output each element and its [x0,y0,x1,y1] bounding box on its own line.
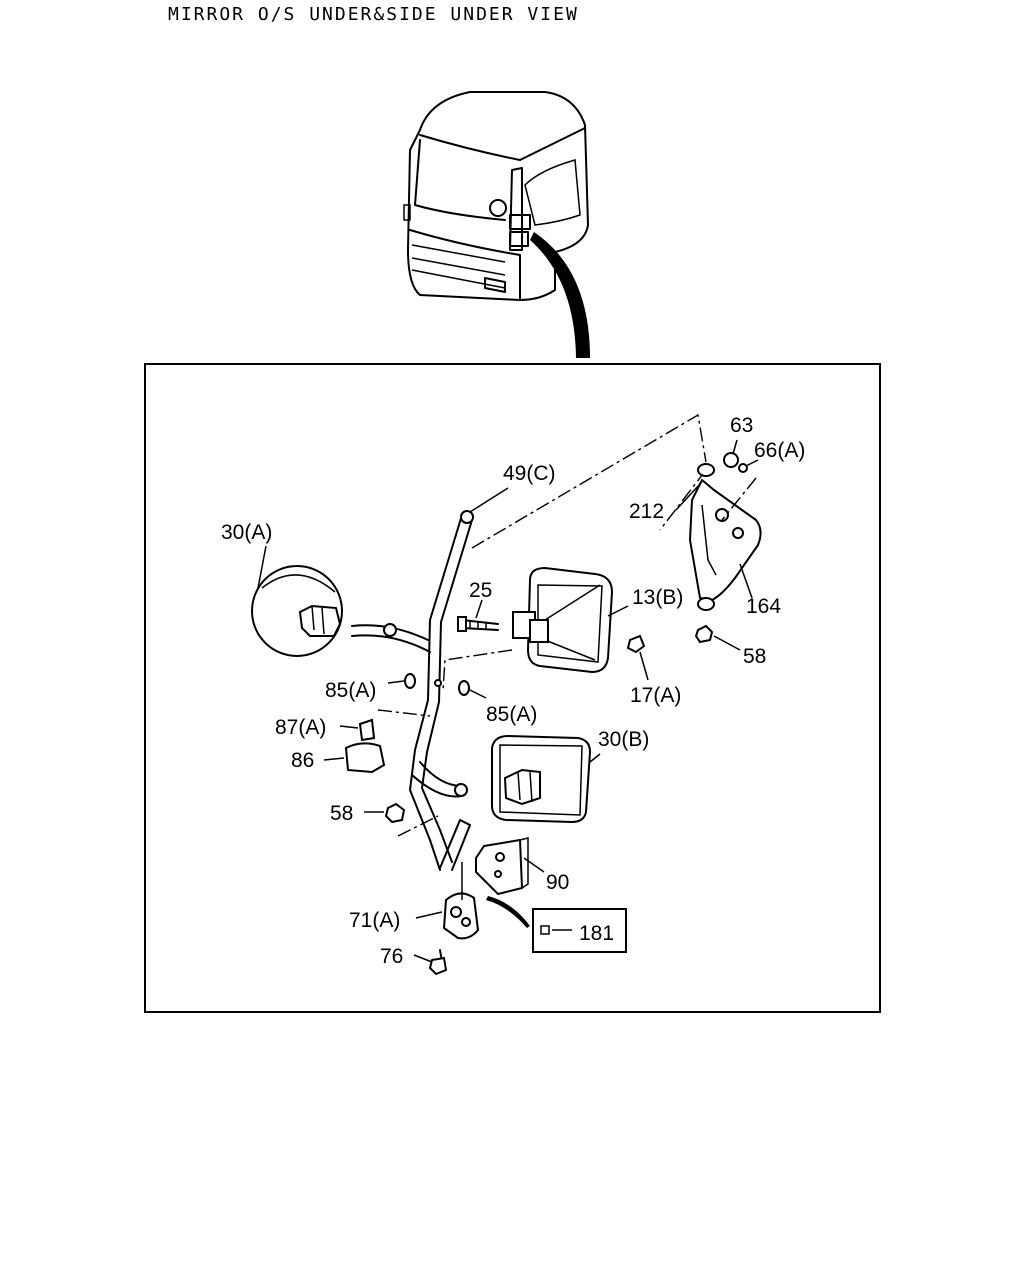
callout-90: 90 [546,871,569,894]
callout-76: 76 [380,945,403,968]
reference-box-icon [540,925,550,935]
callout-85a-left: 85(A) [325,679,376,702]
callout-58-bottom: 58 [330,802,353,825]
callout-63: 63 [730,414,753,437]
bolt-76 [428,949,448,976]
callout-85a-right: 85(A) [486,703,537,726]
callout-30b: 30(B) [598,728,649,751]
side-mirror-13b [457,567,646,673]
callout-13b: 13(B) [632,586,683,609]
leader-lines [257,439,759,963]
nut-58-bottom [384,802,406,824]
clip-87a [358,718,376,742]
callout-66a: 66(A) [754,439,805,462]
callout-164: 164 [746,595,781,618]
callout-labels: 63 66(A) 49(C) 212 30(A) 25 13(B) 164 58… [221,414,805,968]
callout-30a: 30(A) [221,521,272,544]
mirror-base-71a [443,862,479,940]
callout-212: 212 [629,500,664,523]
truck-cab-illustration [403,91,590,358]
callout-71a: 71(A) [349,909,400,932]
detail-frame [144,363,881,1013]
bracket-164 [689,452,762,644]
under-mirror-30a [251,565,343,657]
mirror-stay-tube [351,510,474,871]
bracket-90 [475,837,529,895]
callout-17a: 17(A) [630,684,681,707]
cover-86 [344,742,386,774]
callout-25: 25 [469,579,492,602]
callout-87a: 87(A) [275,716,326,739]
callout-86: 86 [291,749,314,772]
callout-58-top: 58 [743,645,766,668]
callout-181: 181 [579,922,614,945]
side-under-mirror-30b [491,735,591,823]
grommet-85a-right [458,680,470,696]
callout-49c: 49(C) [503,462,556,485]
diagram-title: MIRROR O/S UNDER&SIDE UNDER VIEW [168,4,579,25]
grommet-85a-left [404,673,416,689]
